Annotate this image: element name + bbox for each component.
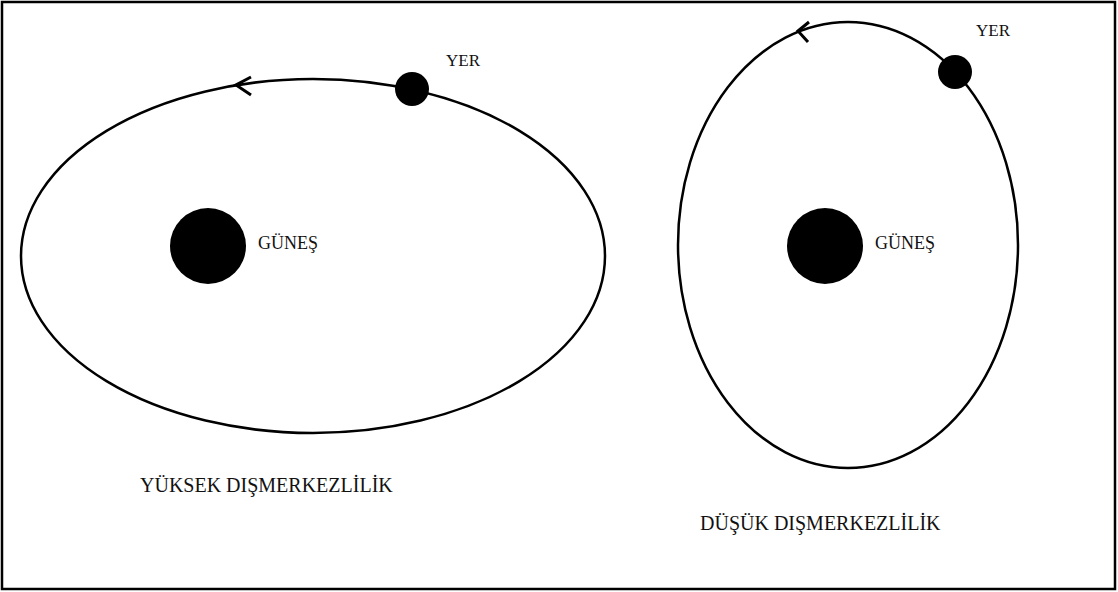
earth-disc <box>395 72 429 106</box>
earth-label: YER <box>446 52 480 71</box>
panel-caption: DÜŞÜK DIŞMERKEZLİLİK <box>700 512 941 534</box>
direction-arrowhead <box>798 22 809 42</box>
earth-label-holder: YER <box>976 22 1010 41</box>
earth-label: YER <box>976 22 1010 41</box>
earth-label-holder: YER <box>446 52 480 71</box>
sun-disc <box>170 208 246 284</box>
sun-label: GÜNEŞ <box>258 234 318 254</box>
panel-caption-holder: YÜKSEK DIŞMERKEZLİLİK <box>140 474 393 496</box>
panel-caption-holder: DÜŞÜK DIŞMERKEZLİLİK <box>700 512 941 534</box>
sun-label-holder: GÜNEŞ <box>258 234 318 254</box>
elliptical-orbit <box>21 79 605 433</box>
earth-disc <box>938 55 972 89</box>
sun-label: GÜNEŞ <box>875 234 935 254</box>
panel-caption: YÜKSEK DIŞMERKEZLİLİK <box>140 474 393 496</box>
sun-disc <box>787 208 863 284</box>
circular-orbit <box>678 22 1018 468</box>
sun-label-holder: GÜNEŞ <box>875 234 935 254</box>
direction-arrowhead <box>236 77 251 95</box>
